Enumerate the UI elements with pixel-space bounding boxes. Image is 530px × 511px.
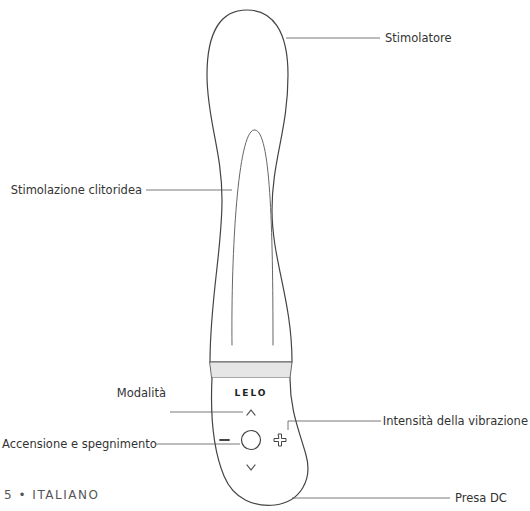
plus-button <box>274 434 286 446</box>
part-label: Presa DC <box>455 491 507 505</box>
collar-band <box>210 362 292 378</box>
power-button <box>242 431 261 450</box>
mode-down-chevron <box>247 465 255 470</box>
leader-line <box>156 444 240 445</box>
minus-button <box>220 439 229 441</box>
part-label: Stimolatore <box>385 31 452 45</box>
leader-line <box>288 421 381 430</box>
brand-mark: LELO <box>235 386 268 400</box>
part-label: Modalità <box>117 386 166 400</box>
part-label: Accensione e spegnimento <box>2 437 157 451</box>
leader-line <box>286 38 380 39</box>
clitoral-arm-outline <box>232 130 273 345</box>
mode-up-chevron <box>247 410 255 415</box>
leader-line <box>292 498 450 499</box>
stimulator-outline <box>207 10 292 362</box>
handle-outline <box>212 378 308 505</box>
page-number: 5 • ITALIANO <box>4 488 99 502</box>
part-label: Stimolazione clitoridea <box>11 183 142 197</box>
part-label: Intensità della vibrazione <box>383 414 528 428</box>
leader-line <box>146 190 232 191</box>
leader-line <box>170 412 243 413</box>
